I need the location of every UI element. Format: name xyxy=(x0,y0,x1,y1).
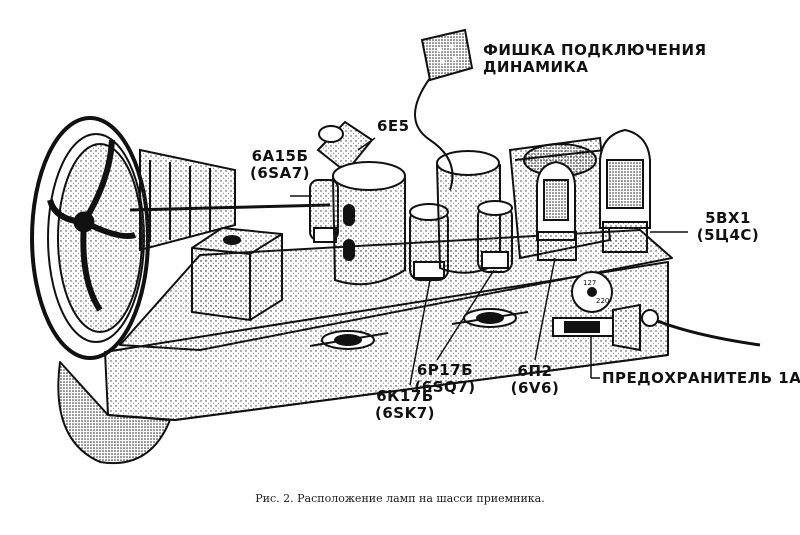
variable-capacitor xyxy=(129,148,331,252)
label-tube-5vx1: 5ВХ1 (5Ц4С) xyxy=(688,210,768,244)
figure-caption: Рис. 2. Расположение ламп на шасси прием… xyxy=(255,492,545,505)
label-tube-6k17b-alt: (6SK7) xyxy=(374,404,435,422)
svg-text:127: 127 xyxy=(583,279,596,287)
label-tube-5vx1-alt: (5Ц4С) xyxy=(696,226,760,244)
panel-socket-right xyxy=(451,308,529,328)
label-tube-6p2: 6П2 (6V6) xyxy=(510,363,560,397)
label-tube-6p2-alt: (6V6) xyxy=(510,379,560,397)
tube-6p2 xyxy=(536,160,577,261)
power-cord xyxy=(649,316,761,347)
label-tube-6r17b-name: 6Р17Б xyxy=(416,361,474,379)
panel-socket-left xyxy=(309,330,389,350)
label-tube-6p2-name: 6П2 xyxy=(517,362,553,380)
label-tube-6r17b: 6Р17Б (6SQ7) xyxy=(410,362,480,396)
label-tube-6a15b-alt: (6SA7) xyxy=(250,164,310,182)
label-tube-6a15b: 6А15Б (6SA7) xyxy=(250,148,310,182)
label-speaker-connector: ФИШКА ПОДКЛЮЧЕНИЯ ДИНАМИКА xyxy=(483,42,707,76)
shield-can-left xyxy=(331,161,406,286)
label-speaker-connector-line1: ФИШКА ПОДКЛЮЧЕНИЯ xyxy=(483,41,707,59)
tube-6a15b xyxy=(309,179,339,243)
leader-lines xyxy=(290,137,688,386)
tuning-drum-wheel xyxy=(30,116,150,360)
label-tube-6k17b-name: 6К17Б xyxy=(376,387,434,405)
label-tube-6r17b-alt: (6SQ7) xyxy=(414,378,476,396)
svg-text:220: 220 xyxy=(596,297,609,305)
label-speaker-connector-line2: ДИНАМИКА xyxy=(483,58,589,76)
fuse-holder xyxy=(552,303,641,352)
label-tube-5vx1-name: 5ВХ1 xyxy=(705,209,751,227)
label-tube-6e5: 6E5 xyxy=(377,117,410,135)
label-tube-6a15b-name: 6А15Б xyxy=(251,147,309,165)
label-tube-6k17b: 6К17Б (6SK7) xyxy=(370,388,440,422)
speaker-connector-plug xyxy=(414,28,474,191)
voltage-selector-disc: 127 220 xyxy=(571,271,613,313)
tube-6r17b xyxy=(477,200,513,273)
if-transformer-box xyxy=(191,226,283,322)
tube-5vx1 xyxy=(599,128,651,253)
label-fuse: ПРЕДОХРАНИТЕЛЬ 1А xyxy=(602,369,800,387)
